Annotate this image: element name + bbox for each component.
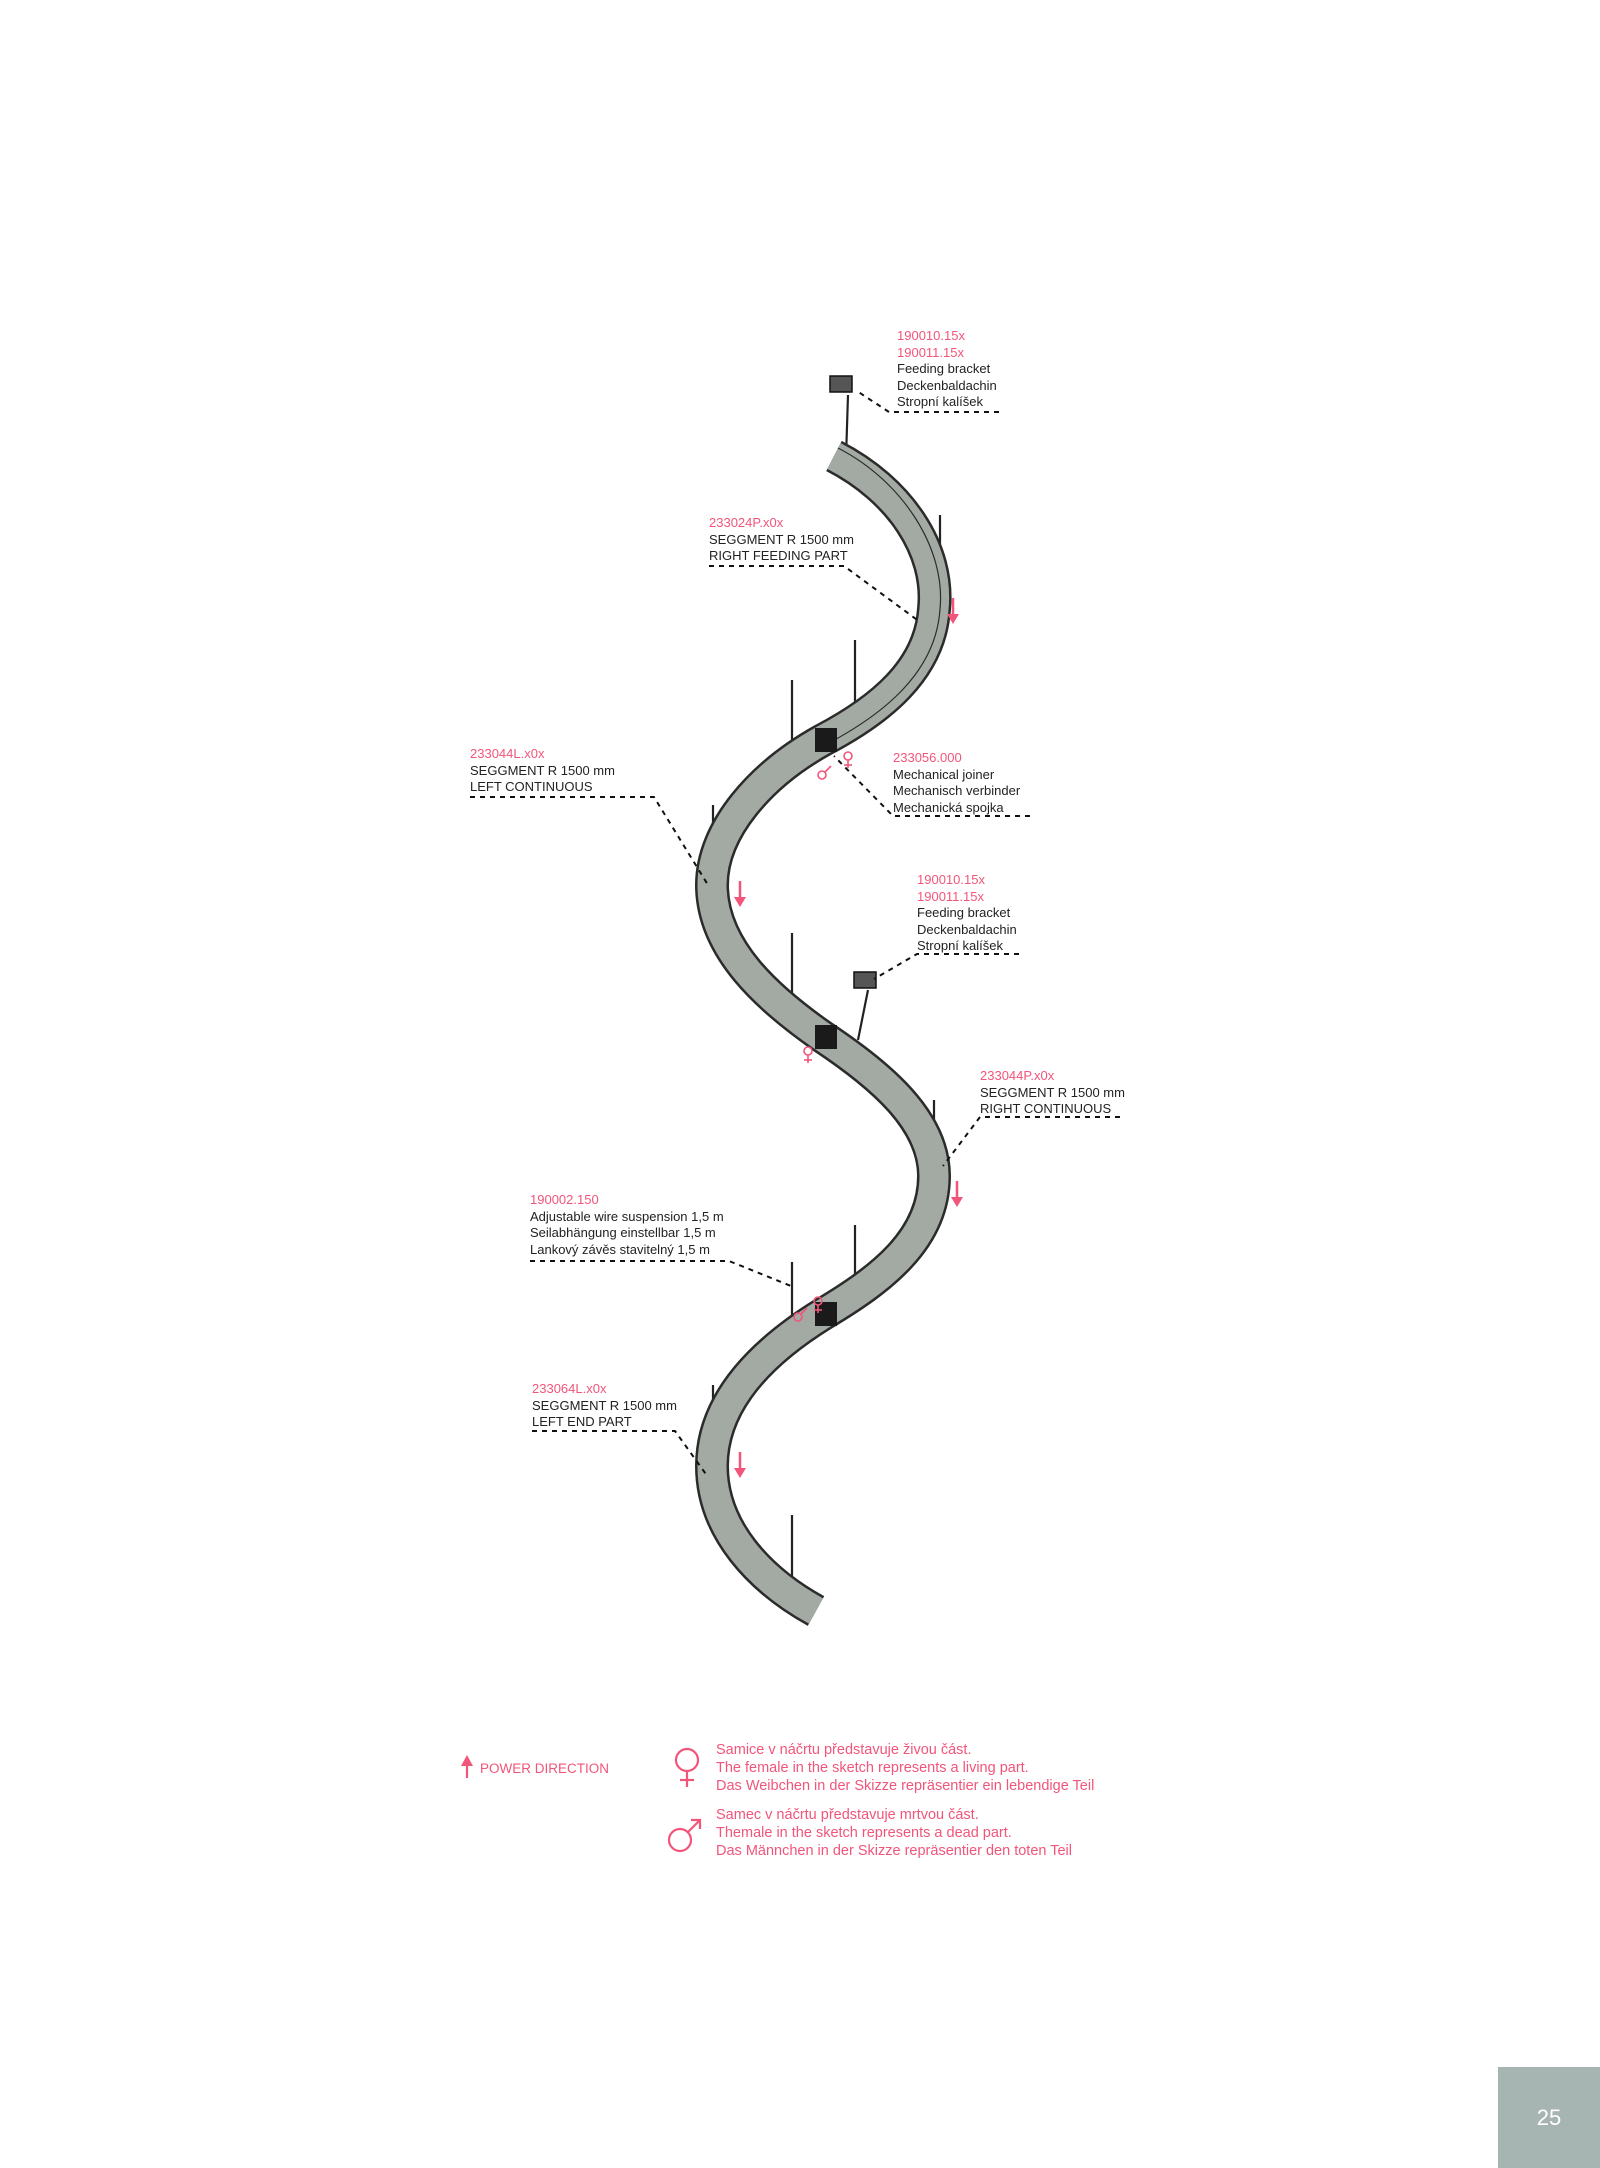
part-desc: Deckenbaldachin (917, 921, 1017, 937)
part-desc: LEFT END PART (532, 1414, 632, 1430)
part-code: 190002.150 (530, 1192, 599, 1207)
callout-mechanical-joiner: 233056.000 Mechanical joiner Mechanisch … (893, 750, 1020, 816)
part-desc: Mechanická spojka (893, 799, 1004, 815)
legend-male: Samec v náčrtu představuje mrtvou část. … (716, 1806, 1072, 1860)
part-desc: Seilabhängung einstellbar 1,5 m (530, 1225, 716, 1241)
part-desc: Adjustable wire suspension 1,5 m (530, 1208, 724, 1224)
part-desc: SEGGMENT R 1500 mm (709, 531, 854, 547)
callout-feeding-bracket-middle: 190010.15x 190011.15x Feeding bracket De… (917, 872, 1017, 955)
legend-text: Samice v náčrtu představuje živou část. (716, 1742, 972, 1758)
feeding-cable (856, 989, 870, 1041)
part-desc: RIGHT FEEDING PART (709, 548, 848, 564)
legend-text: Themale in the sketch represents a dead … (716, 1825, 1012, 1841)
part-desc: Stropní kalíšek (897, 394, 983, 410)
callout-right-feeding-part: 233024P.x0x SEGGMENT R 1500 mm RIGHT FEE… (709, 515, 854, 565)
callout-wire-suspension: 190002.150 Adjustable wire suspension 1,… (530, 1192, 724, 1258)
part-code: 190010.15x (917, 872, 985, 887)
legend-female: Samice v náčrtu představuje živou část. … (716, 1741, 1094, 1795)
part-code: 190010.15x (897, 328, 965, 343)
page-number: 25 (1536, 2104, 1562, 2130)
part-code: 233044L.x0x (470, 746, 545, 761)
leader-lines (470, 390, 1120, 1478)
mechanical-joiner (815, 728, 837, 752)
part-desc: SEGGMENT R 1500 mm (532, 1397, 677, 1413)
gender-marks (793, 751, 853, 1322)
feeding-bracket (829, 375, 853, 393)
page-number-box: 25 (1498, 2067, 1600, 2168)
power-direction-arrows (734, 598, 963, 1478)
legend-power-direction: POWER DIRECTION (480, 1760, 609, 1778)
power-direction-icon (461, 1755, 473, 1778)
part-desc: LEFT CONTINUOUS (470, 779, 593, 795)
part-desc: Deckenbaldachin (897, 377, 997, 393)
feeding-bracket (853, 971, 877, 989)
legend-power-direction-label: POWER DIRECTION (480, 1761, 610, 1776)
part-code: 233056.000 (893, 750, 962, 765)
female-symbol-icon (674, 1747, 700, 1787)
callout-left-continuous: 233044L.x0x SEGGMENT R 1500 mm LEFT CONT… (470, 746, 615, 796)
part-code: 233024P.x0x (709, 515, 784, 530)
mechanical-joiner (815, 1302, 837, 1326)
part-code: 190011.15x (917, 888, 984, 904)
part-desc: Lankový závěs stavitelný 1,5 m (530, 1241, 710, 1257)
part-desc: Stropní kalíšek (917, 938, 1003, 954)
legend-text: Das Männchen in der Skizze repräsentier … (716, 1843, 1072, 1859)
part-desc: SEGGMENT R 1500 mm (980, 1084, 1125, 1100)
part-code: 233064L.x0x (532, 1381, 607, 1396)
part-desc: Feeding bracket (897, 361, 991, 377)
mechanical-joiner (815, 1025, 837, 1049)
part-desc: Mechanical joiner (893, 766, 995, 782)
callout-right-continuous: 233044P.x0x SEGGMENT R 1500 mm RIGHT CON… (980, 1068, 1125, 1118)
part-desc: SEGGMENT R 1500 mm (470, 762, 615, 778)
part-code: 190011.15x (897, 344, 964, 360)
legend-text: The female in the sketch represents a li… (716, 1760, 1029, 1776)
legend-text: Samec v náčrtu představuje mrtvou část. (716, 1807, 979, 1823)
part-code: 233044P.x0x (980, 1068, 1055, 1083)
callout-feeding-bracket-top: 190010.15x 190011.15x Feeding bracket De… (897, 328, 997, 411)
callout-left-end-part: 233064L.x0x SEGGMENT R 1500 mm LEFT END … (532, 1381, 677, 1431)
male-symbol-icon (667, 1818, 702, 1853)
part-desc: Feeding bracket (917, 905, 1011, 921)
part-desc: RIGHT CONTINUOUS (980, 1101, 1112, 1117)
part-desc: Mechanisch verbinder (893, 783, 1021, 799)
legend-text: Das Weibchen in der Skizze repräsentier … (716, 1778, 1095, 1794)
